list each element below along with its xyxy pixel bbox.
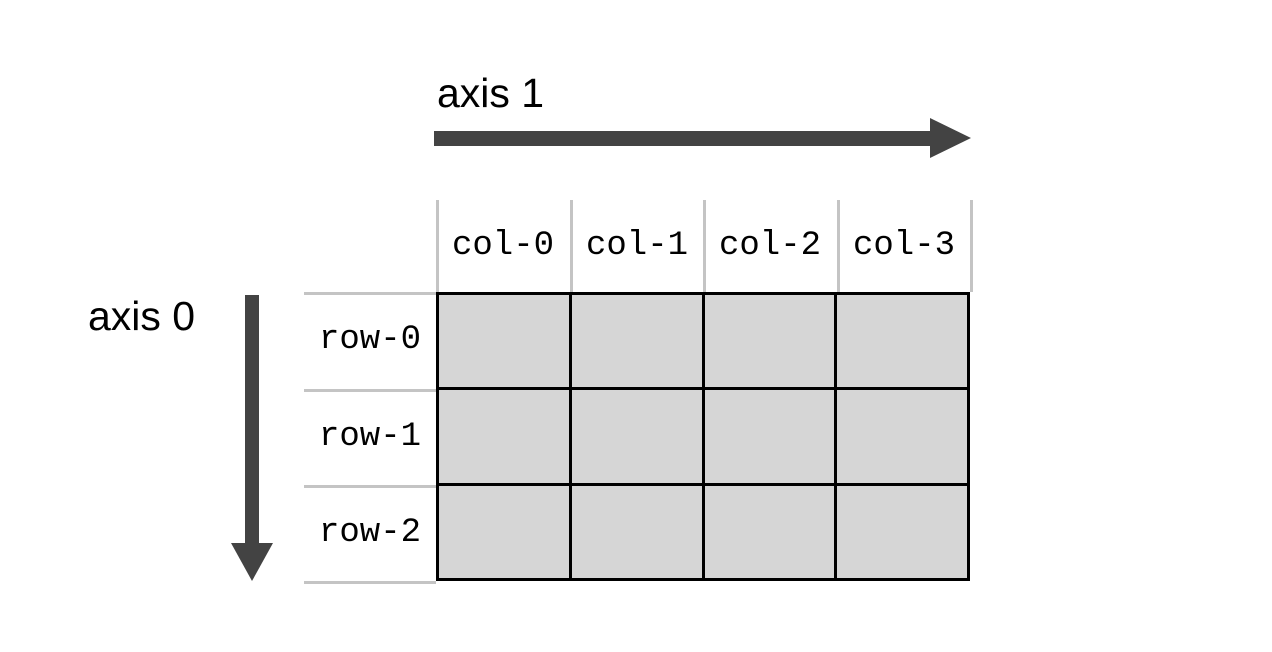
row-header-row-1: row-1 [318,418,422,456]
row-guide-line-0 [304,292,436,295]
column-guide-line-3 [837,200,840,292]
column-guide-line-0 [436,200,439,292]
column-header-col-1: col-1 [585,227,689,265]
grid-cell [439,485,572,581]
column-guide-line-4 [970,200,973,292]
axis-0-arrow-head-icon [231,543,273,581]
array-grid [436,292,970,581]
grid-cell [571,390,705,486]
row-header-row-2: row-2 [318,514,422,552]
axis-1-arrow-head-icon [930,118,971,158]
row-guide-line-3 [304,581,436,584]
grid-cell [704,485,838,581]
grid-cell [704,295,838,391]
grid-cell [439,295,572,391]
row-guide-line-2 [304,485,436,488]
axis-0-label: axis 0 [88,293,196,339]
column-header-col-2: col-2 [718,227,822,265]
grid-cell [571,485,705,581]
grid-cell [571,295,705,391]
grid-cell [704,390,838,486]
grid-cell [439,390,572,486]
row-header-row-0: row-0 [318,321,422,359]
grid-cell [837,485,970,581]
axis-1-label: axis 1 [437,70,545,116]
row-guide-line-1 [304,389,436,392]
grid-cell [837,295,970,391]
grid-cell [837,390,970,486]
column-header-col-0: col-0 [451,227,555,265]
column-guide-line-1 [570,200,573,292]
column-guide-line-2 [703,200,706,292]
axis-0-arrow-shaft [245,295,259,545]
column-header-col-3: col-3 [852,227,956,265]
axis-1-arrow-shaft [434,131,934,146]
